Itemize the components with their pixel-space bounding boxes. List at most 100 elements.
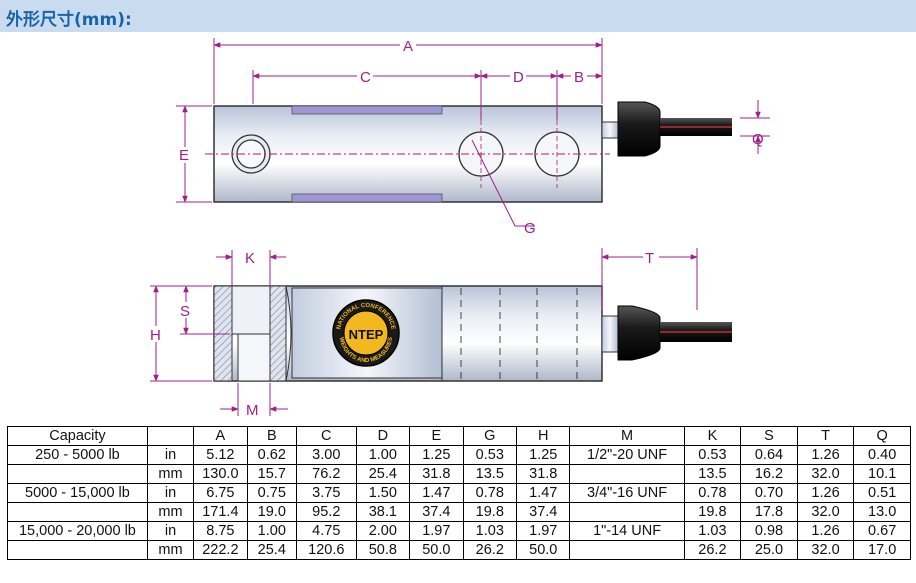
side-view: NATIONAL CONFERENCE WEIGHTS AND MEASURES… <box>213 285 732 382</box>
table-cell: 1.47 <box>409 483 464 503</box>
table-cell: 1.03 <box>683 521 742 541</box>
table-cell: mm <box>146 540 195 560</box>
table-cell: 10.1 <box>853 464 911 484</box>
table-cell: in <box>146 521 195 541</box>
table-cell: 0.67 <box>853 521 911 541</box>
table-cell: 1.00 <box>355 445 411 465</box>
table-cell: 0.40 <box>853 445 911 465</box>
table-cell: 1.26 <box>796 521 855 541</box>
table-cell: 26.2 <box>462 540 518 560</box>
table-cell: 15,000 - 20,000 lb <box>7 521 148 541</box>
table-cell: in <box>146 483 195 503</box>
table-cell: 1"-14 UNF <box>569 521 685 541</box>
table-cell: mm <box>146 464 195 484</box>
table-cell: 0.53 <box>462 445 518 465</box>
table-cell: 222.2 <box>193 540 248 560</box>
table-cell: 50.0 <box>409 540 464 560</box>
table-cell <box>569 540 685 560</box>
table-cell: in <box>146 445 195 465</box>
dim-label-g: G <box>524 220 536 237</box>
table-header-cell: Q <box>853 426 911 446</box>
table-cell: 1.47 <box>516 483 571 503</box>
ntep-seal: NATIONAL CONFERENCE WEIGHTS AND MEASURES… <box>332 299 400 367</box>
strain-gauge-pocket-lower <box>291 193 443 203</box>
table-cell <box>7 502 148 522</box>
table-cell: 1.26 <box>796 483 855 503</box>
table-header-cell: B <box>246 426 297 446</box>
dim-label-a: A <box>403 38 413 55</box>
table-cell: 13.5 <box>462 464 518 484</box>
table-cell: 32.0 <box>796 464 855 484</box>
table-cell: 3.00 <box>295 445 357 465</box>
table-cell: 1.97 <box>516 521 571 541</box>
dim-label-s: S <box>180 303 190 320</box>
header-bar: 外形尺寸(mm): <box>0 0 916 32</box>
table-cell: 2.00 <box>355 521 411 541</box>
table-cell: 1.25 <box>516 445 571 465</box>
load-cell-drawing: A C D B E Q G <box>147 37 770 419</box>
table-cell: 0.62 <box>246 445 297 465</box>
table-cell: 26.2 <box>683 540 742 560</box>
table-cell: 171.4 <box>193 502 248 522</box>
table-cell: 25.4 <box>355 464 411 484</box>
side-dimension-labels: K T H S M <box>147 249 659 419</box>
bore <box>237 333 271 382</box>
strain-gauge-pocket-upper <box>291 105 443 115</box>
table-cell: 32.0 <box>796 502 855 522</box>
table-cell: 0.78 <box>683 483 742 503</box>
table-cell: 8.75 <box>193 521 248 541</box>
table-cell: 13.5 <box>683 464 742 484</box>
table-header-cell: K <box>683 426 742 446</box>
table-cell: 5.12 <box>193 445 248 465</box>
seal-center-text: NTEP <box>349 327 384 342</box>
table-cell: 37.4 <box>516 502 571 522</box>
table-cell: 0.70 <box>740 483 798 503</box>
table-cell: 95.2 <box>295 502 357 522</box>
page-title: 外形尺寸(mm): <box>6 10 132 30</box>
dim-label-c: C <box>360 69 371 86</box>
table-cell: 0.78 <box>462 483 518 503</box>
table-cell: 17.8 <box>740 502 798 522</box>
table-header-cell <box>146 426 195 446</box>
table-cell: 76.2 <box>295 464 357 484</box>
table-cell <box>7 540 148 560</box>
table-cell: 3.75 <box>295 483 357 503</box>
table-cell: 1.97 <box>409 521 464 541</box>
table-cell: 50.0 <box>516 540 571 560</box>
table-cell: 3/4"-16 UNF <box>569 483 685 503</box>
table-cell: 0.64 <box>740 445 798 465</box>
table-cell: 31.8 <box>516 464 571 484</box>
cable-boot-side <box>617 305 661 361</box>
dim-label-q: Q <box>752 131 764 148</box>
top-view <box>205 101 732 203</box>
table-cell: 50.8 <box>355 540 411 560</box>
top-dimension-labels: A C D B E Q G <box>176 37 764 237</box>
table-cell: 0.98 <box>740 521 798 541</box>
table-header-cell: D <box>355 426 411 446</box>
table-header-cell: Capacity <box>7 426 148 446</box>
table-cell: 1.50 <box>355 483 411 503</box>
table-cell: 25.4 <box>246 540 297 560</box>
dim-label-m: M <box>246 402 259 419</box>
table-cell: 1.25 <box>409 445 464 465</box>
table-cell: 25.0 <box>740 540 798 560</box>
dim-label-t: T <box>645 250 654 267</box>
cable-gland-top <box>601 121 619 139</box>
table-cell: 19.8 <box>462 502 518 522</box>
table-cell <box>7 464 148 484</box>
table-cell: 0.53 <box>683 445 742 465</box>
table-cell <box>569 464 685 484</box>
table-cell: mm <box>146 502 195 522</box>
table-header-cell: T <box>796 426 855 446</box>
table-cell: 13.0 <box>853 502 911 522</box>
